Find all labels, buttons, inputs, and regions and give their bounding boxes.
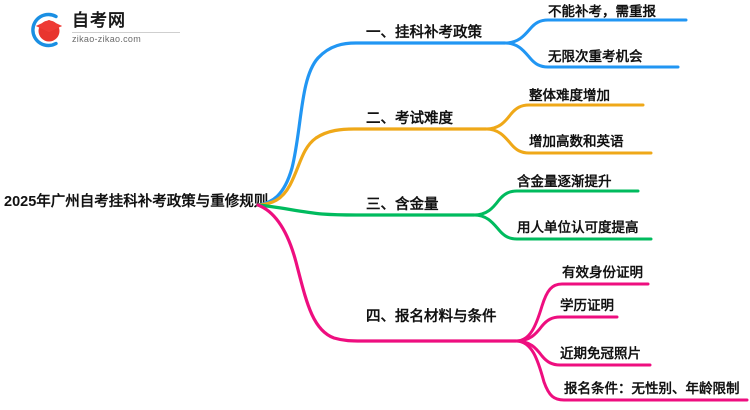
site-logo: 自考网 zikao-zikao.com <box>26 8 186 52</box>
mindmap-leaf-4-1-label[interactable]: 有效身份证明 <box>562 265 643 280</box>
connector-branch-3 <box>256 189 653 241</box>
mindmap-leaf-2-1-label[interactable]: 整体难度增加 <box>529 88 610 103</box>
logo-title: 自考网 <box>72 11 126 30</box>
connector-branch-4 <box>256 203 749 402</box>
mindmap-leaf-4-3-label[interactable]: 近期免冠照片 <box>560 346 641 361</box>
mindmap-branch-3-label[interactable]: 三、含金量 <box>366 197 439 213</box>
mindmap-leaf-1-1-label[interactable]: 不能补考，需重报 <box>548 4 656 19</box>
graduation-cap-logo-icon <box>31 12 62 48</box>
mindmap-branch-4-label[interactable]: 四、报名材料与条件 <box>366 309 497 325</box>
connector-branch-1 <box>256 18 688 207</box>
connector-branch-2 <box>256 103 653 207</box>
mindmap-leaf-4-4-label[interactable]: 报名条件：无性别、年龄限制 <box>564 381 740 396</box>
mindmap-branch-1-label[interactable]: 一、挂科补考政策 <box>366 25 482 41</box>
mindmap-leaf-2-2-label[interactable]: 增加高数和英语 <box>529 134 624 149</box>
logo-text-block: 自考网 zikao-zikao.com <box>72 11 184 45</box>
mindmap-leaf-3-1-label[interactable]: 含金量逐渐提升 <box>517 174 612 189</box>
mindmap-root-title: 2025年广州自考挂科补考政策与重修规则 <box>4 194 269 210</box>
mindmap-leaf-1-2-label[interactable]: 无限次重考机会 <box>548 49 643 64</box>
mindmap-leaf-4-2-label[interactable]: 学历证明 <box>560 298 614 313</box>
logo-url: zikao-zikao.com <box>72 34 142 44</box>
mindmap-leaf-3-2-label[interactable]: 用人单位认可度提高 <box>517 220 639 235</box>
mindmap-branch-2-label[interactable]: 二、考试难度 <box>366 111 453 127</box>
logo-divider <box>72 32 180 33</box>
